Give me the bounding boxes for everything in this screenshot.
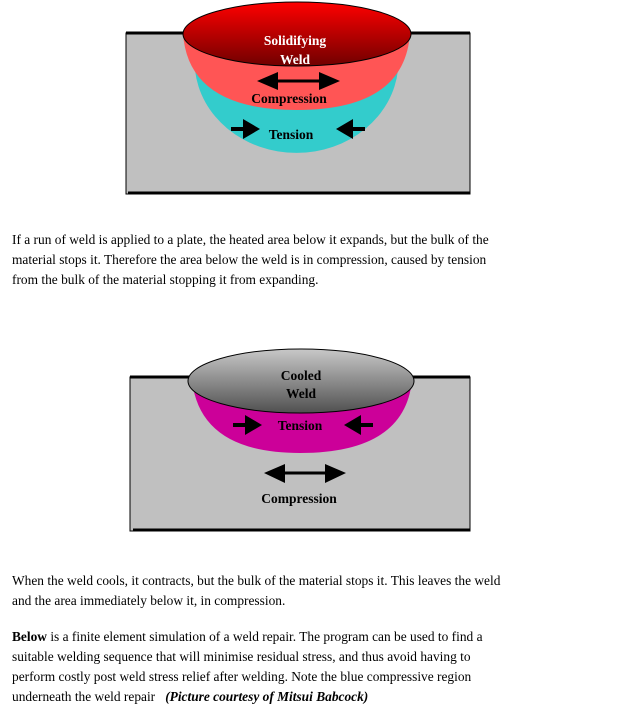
weld-label-2: Weld [286,386,316,401]
compression-label: Compression [261,491,337,506]
paragraph-simulation: Below is a finite element simulation of … [12,627,612,707]
weld-label-1: Cooled [281,368,322,383]
line: and the area immediately below it, in co… [12,593,286,608]
paragraph-cooling: When the weld cools, it contracts, but t… [12,571,612,611]
diagram-cooled-weld: Cooled Weld Tension Compression [129,348,471,532]
solidifying-weld [182,1,412,67]
line: underneath the weld repair [12,689,166,704]
weld-label-1: Solidifying [264,33,327,48]
compression-arrow [257,72,340,90]
paragraph-expansion: If a run of weld is applied to a plate, … [12,230,612,290]
line: perform costly post weld stress relief a… [12,669,472,684]
line: material stops it. Therefore the area be… [12,252,487,267]
line: suitable welding sequence that will mini… [12,649,471,664]
tension-arrows [231,119,365,139]
line: is a finite element simulation of a weld… [46,629,483,644]
line: If a run of weld is applied to a plate, … [12,232,489,247]
weld-diagrams: Solidifying Weld Compression Tension Coo… [125,1,471,532]
diagram-solidifying-weld: Solidifying Weld Compression Tension [125,1,471,195]
weld-label-2: Weld [280,52,310,67]
compression-arrow [264,464,346,483]
tension-arrows [233,415,373,435]
line: from the bulk of the material stopping i… [12,272,319,287]
cooled-weld [187,348,415,414]
picture-credit: (Picture courtesy of Mitsui Babcock) [165,689,369,704]
bold-lead: Below [12,629,47,644]
compression-label: Compression [251,91,327,106]
tension-label: Tension [269,127,314,142]
line: When the weld cools, it contracts, but t… [12,573,501,588]
tension-label: Tension [278,418,323,433]
